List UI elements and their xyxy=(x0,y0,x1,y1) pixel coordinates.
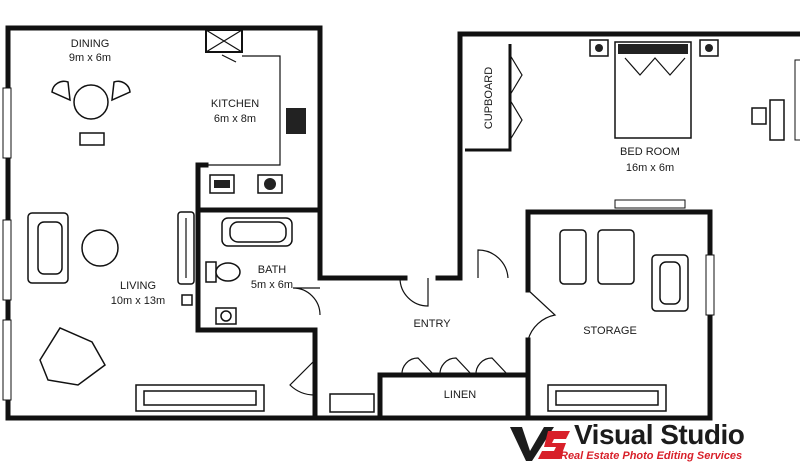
brand-logo: Visual Studio Real Estate Photo Editing … xyxy=(508,419,778,473)
dining-label: DINING xyxy=(71,38,110,50)
room-labels: DINING 9m x 6m KITCHEN 6m x 8m LIVING 10… xyxy=(69,38,680,401)
storage-label: STORAGE xyxy=(583,325,637,337)
linen-label: LINEN xyxy=(444,389,476,401)
windows xyxy=(2,59,800,401)
entry-label: ENTRY xyxy=(413,318,451,330)
bath-label: BATH xyxy=(258,264,287,276)
bedroom-size: 16m x 6m xyxy=(626,162,674,174)
brand-name: Visual Studio xyxy=(574,419,745,450)
storage-equipment xyxy=(329,229,689,413)
cupboard-label: CUPBOARD xyxy=(483,67,495,129)
doors xyxy=(221,54,557,396)
kitchen-fixtures xyxy=(205,29,306,194)
brand-tagline: Real Estate Photo Editing Services xyxy=(560,450,743,462)
living-label: LIVING xyxy=(120,280,156,292)
living-furniture xyxy=(27,211,265,412)
dining-size: 9m x 6m xyxy=(69,52,111,64)
dining-table-set xyxy=(51,80,131,146)
bedroom-label: BED ROOM xyxy=(620,146,680,158)
kitchen-label: KITCHEN xyxy=(211,98,259,110)
kitchen-size: 6m x 8m xyxy=(214,113,256,125)
bedroom-furniture xyxy=(589,39,785,141)
bath-size: 5m x 6m xyxy=(251,279,293,291)
vs-logo-mark-icon xyxy=(510,427,570,461)
living-size: 10m x 13m xyxy=(111,295,165,307)
bath-fixtures xyxy=(205,217,293,325)
